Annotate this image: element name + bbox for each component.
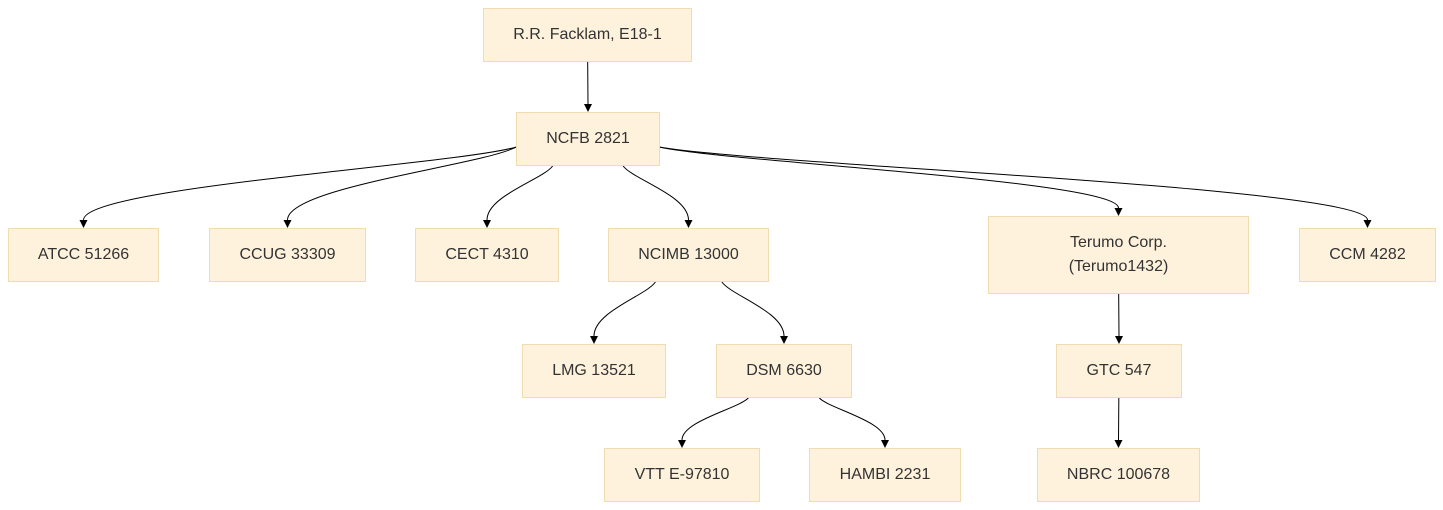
arrowhead-icon xyxy=(780,336,788,344)
node-atcc: ATCC 51266 xyxy=(8,228,159,282)
arrowhead-icon xyxy=(283,220,292,228)
node-facklam: R.R. Facklam, E18-1 xyxy=(483,8,692,62)
arrowhead-icon xyxy=(590,336,598,344)
arrowhead-icon xyxy=(1114,208,1123,216)
node-hambi: HAMBI 2231 xyxy=(809,448,961,502)
node-label: DSM 6630 xyxy=(746,362,822,379)
edge-ncfb-terumo xyxy=(659,146,1119,209)
arrowhead-icon xyxy=(678,440,686,448)
edge-ncimb-dsm xyxy=(721,281,785,337)
node-cect: CECT 4310 xyxy=(415,228,559,282)
edge-ncimb-lmg xyxy=(593,281,656,337)
edge-ncfb-ccm xyxy=(659,146,1368,221)
node-terumo: Terumo Corp. (Terumo1432) xyxy=(988,216,1249,294)
arrowhead-icon xyxy=(483,220,491,228)
node-ccm: CCM 4282 xyxy=(1299,228,1436,282)
node-dsm: DSM 6630 xyxy=(716,344,852,398)
arrowhead-icon xyxy=(1114,440,1123,448)
node-label: Terumo Corp. (Terumo1432) xyxy=(1068,234,1169,275)
edge-dsm-vtt xyxy=(681,397,749,441)
node-label: GTC 547 xyxy=(1086,362,1152,379)
arrowhead-icon xyxy=(584,104,592,112)
edge-dsm-hambi xyxy=(818,397,886,441)
edge-ncfb-cect xyxy=(486,165,554,221)
node-label: CCUG 33309 xyxy=(239,246,336,263)
node-label: LMG 13521 xyxy=(552,362,636,379)
node-label: CECT 4310 xyxy=(445,246,529,263)
arrowhead-icon xyxy=(684,220,693,228)
node-label: ATCC 51266 xyxy=(37,246,130,263)
node-ncfb: NCFB 2821 xyxy=(516,112,660,166)
node-lmg: LMG 13521 xyxy=(522,344,666,398)
node-label: NCIMB 13000 xyxy=(638,246,739,263)
node-vtt: VTT E-97810 xyxy=(604,448,760,502)
edge-ncfb-atcc xyxy=(83,146,517,221)
node-label: R.R. Facklam, E18-1 xyxy=(513,26,662,43)
node-label: CCM 4282 xyxy=(1329,246,1406,263)
node-label: HAMBI 2231 xyxy=(839,466,931,483)
edge-ncfb-ccug xyxy=(287,146,517,221)
node-ncimb: NCIMB 13000 xyxy=(608,228,769,282)
edge-ncfb-ncimb xyxy=(622,165,689,221)
node-label: VTT E-97810 xyxy=(634,466,730,483)
arrowhead-icon xyxy=(1363,220,1372,228)
arrowhead-icon xyxy=(1115,336,1123,344)
node-ccug: CCUG 33309 xyxy=(209,228,366,282)
arrowhead-icon xyxy=(881,440,889,448)
arrowhead-icon xyxy=(79,220,88,228)
node-label: NBRC 100678 xyxy=(1066,466,1171,483)
node-label: NCFB 2821 xyxy=(546,130,630,147)
node-gtc: GTC 547 xyxy=(1056,344,1182,398)
node-nbrc: NBRC 100678 xyxy=(1037,448,1200,502)
